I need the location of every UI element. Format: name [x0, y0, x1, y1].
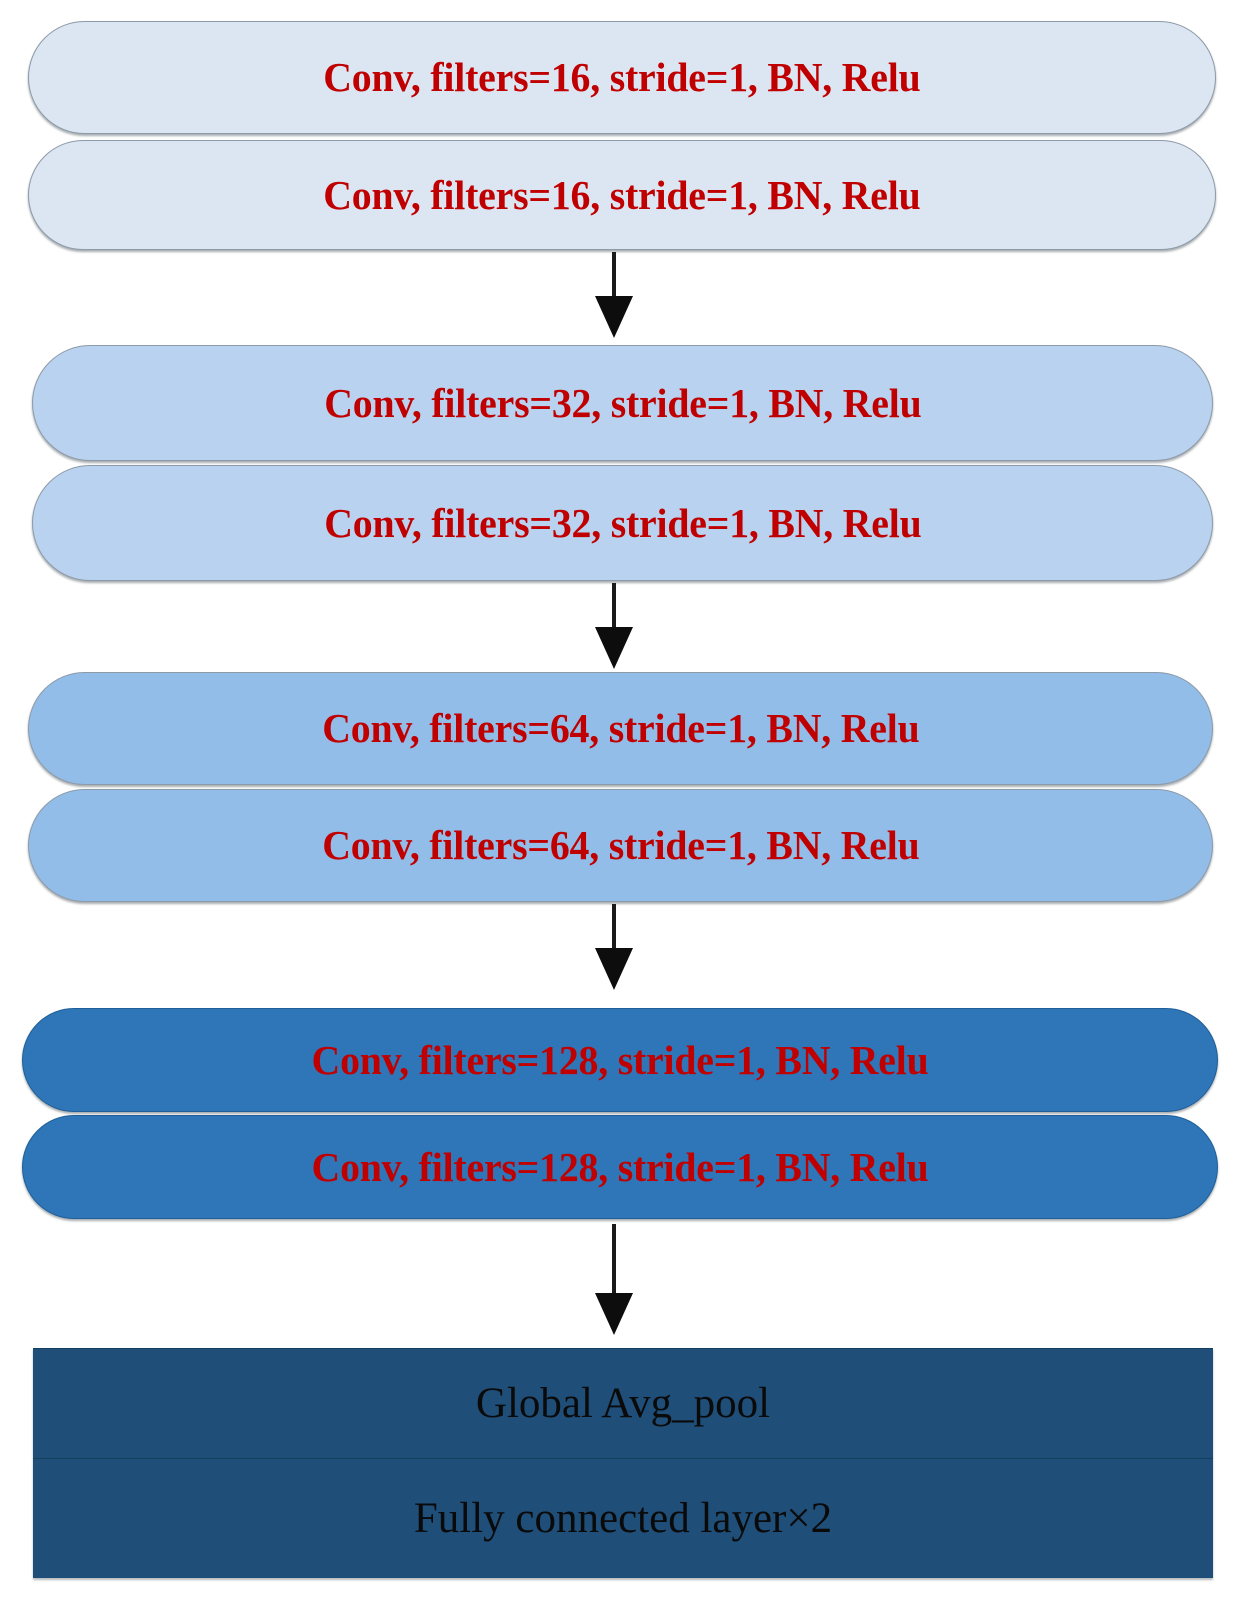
arrow-3 [594, 904, 634, 990]
arrow-shaft [612, 904, 616, 956]
block-conv32-b[interactable]: Conv, filters=32, stride=1, BN, Relu [32, 465, 1213, 581]
block-conv128-b[interactable]: Conv, filters=128, stride=1, BN, Relu [22, 1115, 1218, 1219]
arrow-head-icon [595, 627, 633, 669]
block-label: Conv, filters=128, stride=1, BN, Relu [311, 1143, 929, 1190]
block-conv128-a[interactable]: Conv, filters=128, stride=1, BN, Relu [22, 1008, 1218, 1112]
block-global-avg-pool[interactable]: Global Avg_pool [33, 1348, 1213, 1458]
block-label: Conv, filters=64, stride=1, BN, Relu [321, 822, 920, 868]
block-conv64-b[interactable]: Conv, filters=64, stride=1, BN, Relu [28, 789, 1213, 902]
arrow-shaft [612, 1224, 616, 1302]
block-label: Fully connected layer×2 [413, 1495, 833, 1542]
arrow-shaft [612, 252, 616, 304]
block-conv32-a[interactable]: Conv, filters=32, stride=1, BN, Relu [32, 345, 1213, 461]
arrow-head-icon [595, 296, 633, 338]
arrow-2 [594, 583, 634, 669]
block-label: Conv, filters=32, stride=1, BN, Relu [323, 379, 922, 426]
arrow-1 [594, 252, 634, 338]
block-label: Conv, filters=64, stride=1, BN, Relu [321, 705, 920, 751]
block-label: Conv, filters=16, stride=1, BN, Relu [323, 171, 921, 218]
arrow-head-icon [595, 948, 633, 990]
block-conv64-a[interactable]: Conv, filters=64, stride=1, BN, Relu [28, 672, 1213, 785]
block-label: Conv, filters=16, stride=1, BN, Relu [323, 54, 921, 100]
arrow-4 [594, 1224, 634, 1335]
block-label: Conv, filters=128, stride=1, BN, Relu [311, 1036, 929, 1083]
block-label: Global Avg_pool [475, 1380, 771, 1427]
block-label: Conv, filters=32, stride=1, BN, Relu [323, 499, 922, 546]
arrow-shaft [612, 583, 616, 635]
block-conv16-a[interactable]: Conv, filters=16, stride=1, BN, Relu [28, 21, 1216, 134]
block-conv16-b[interactable]: Conv, filters=16, stride=1, BN, Relu [28, 140, 1216, 250]
block-fully-connected[interactable]: Fully connected layer×2 [33, 1458, 1213, 1578]
arrow-head-icon [595, 1293, 633, 1335]
